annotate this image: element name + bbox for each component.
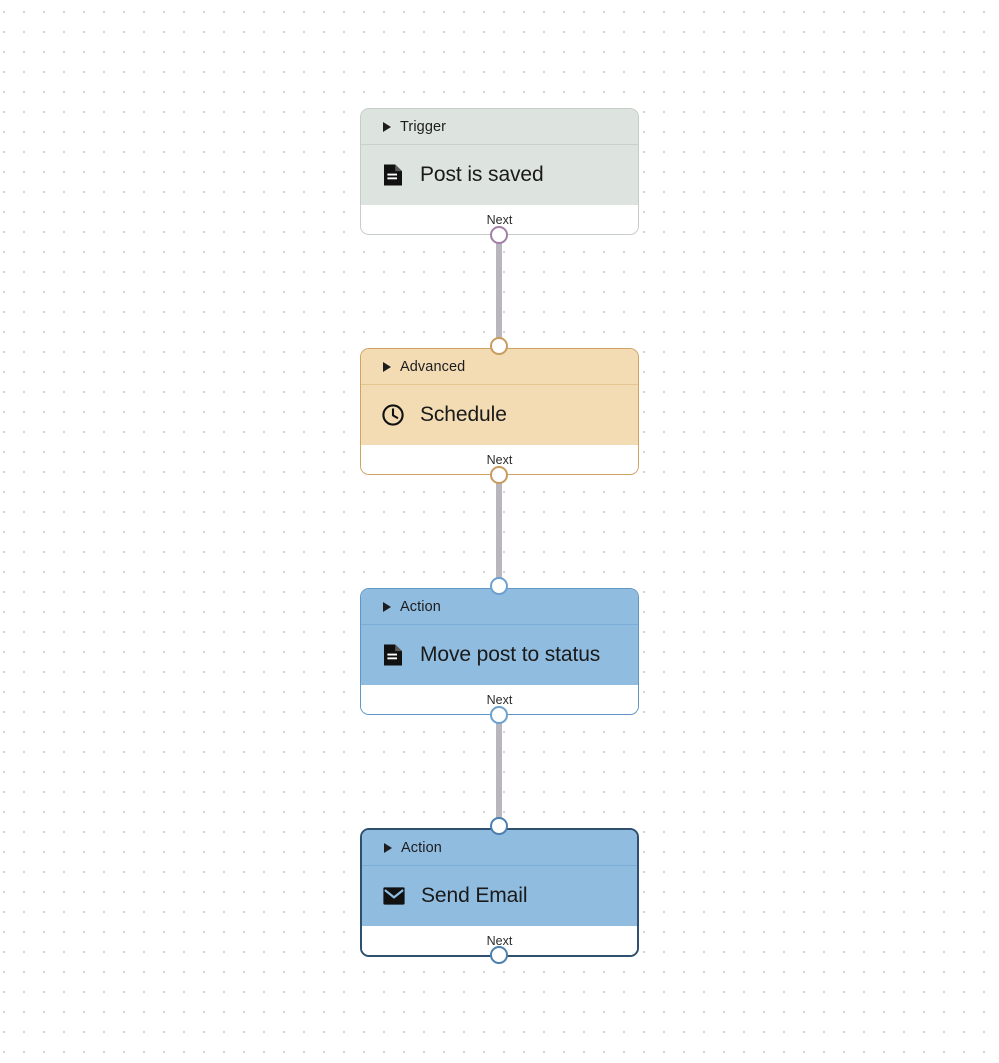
connector-edge-advanced-to-action-move[interactable]	[496, 474, 502, 586]
node-header-action-send-email[interactable]: Action	[362, 830, 637, 866]
node-kind-label: Action	[401, 839, 442, 856]
workflow-node-action-send-email[interactable]: Action Send Email Next	[360, 828, 639, 957]
output-port-action-move-post[interactable]	[490, 706, 508, 724]
output-port-advanced[interactable]	[490, 466, 508, 484]
output-port-action-send-email[interactable]	[490, 946, 508, 964]
chevron-right-icon[interactable]	[383, 361, 391, 372]
node-title: Send Email	[421, 884, 528, 907]
chevron-right-icon[interactable]	[383, 121, 391, 132]
node-footer-label: Next	[486, 933, 513, 948]
node-footer-label: Next	[486, 212, 513, 227]
node-footer-label: Next	[486, 452, 513, 467]
node-header-action-move-post[interactable]: Action	[361, 589, 638, 625]
document-icon	[381, 643, 405, 667]
node-kind-label: Advanced	[400, 358, 466, 375]
node-footer-label: Next	[486, 692, 513, 707]
workflow-node-action-move-post[interactable]: Action Move post to status Next	[360, 588, 639, 715]
node-body-advanced[interactable]: Schedule	[361, 385, 638, 445]
node-header-trigger[interactable]: Trigger	[361, 109, 638, 145]
node-body-action-move-post[interactable]: Move post to status	[361, 625, 638, 685]
document-icon	[381, 163, 405, 187]
node-header-advanced[interactable]: Advanced	[361, 349, 638, 385]
input-port-action-send-email[interactable]	[490, 817, 508, 835]
chevron-right-icon[interactable]	[384, 842, 392, 853]
chevron-right-icon[interactable]	[383, 601, 391, 612]
workflow-node-trigger[interactable]: Trigger Post is saved Next	[360, 108, 639, 235]
node-body-action-send-email[interactable]: Send Email	[362, 866, 637, 926]
input-port-advanced[interactable]	[490, 337, 508, 355]
node-body-trigger[interactable]: Post is saved	[361, 145, 638, 205]
output-port-trigger[interactable]	[490, 226, 508, 244]
connector-edge-action-move-to-send-email[interactable]	[496, 714, 502, 826]
connector-edge-trigger-to-advanced[interactable]	[496, 234, 502, 346]
clock-icon	[381, 403, 405, 427]
node-title: Move post to status	[420, 643, 601, 666]
node-kind-label: Trigger	[400, 118, 447, 135]
input-port-action-move-post[interactable]	[490, 577, 508, 595]
node-kind-label: Action	[400, 598, 441, 615]
node-title: Schedule	[420, 403, 507, 426]
node-title: Post is saved	[420, 163, 544, 186]
workflow-node-advanced[interactable]: Advanced Schedule Next	[360, 348, 639, 475]
envelope-icon	[382, 884, 406, 908]
